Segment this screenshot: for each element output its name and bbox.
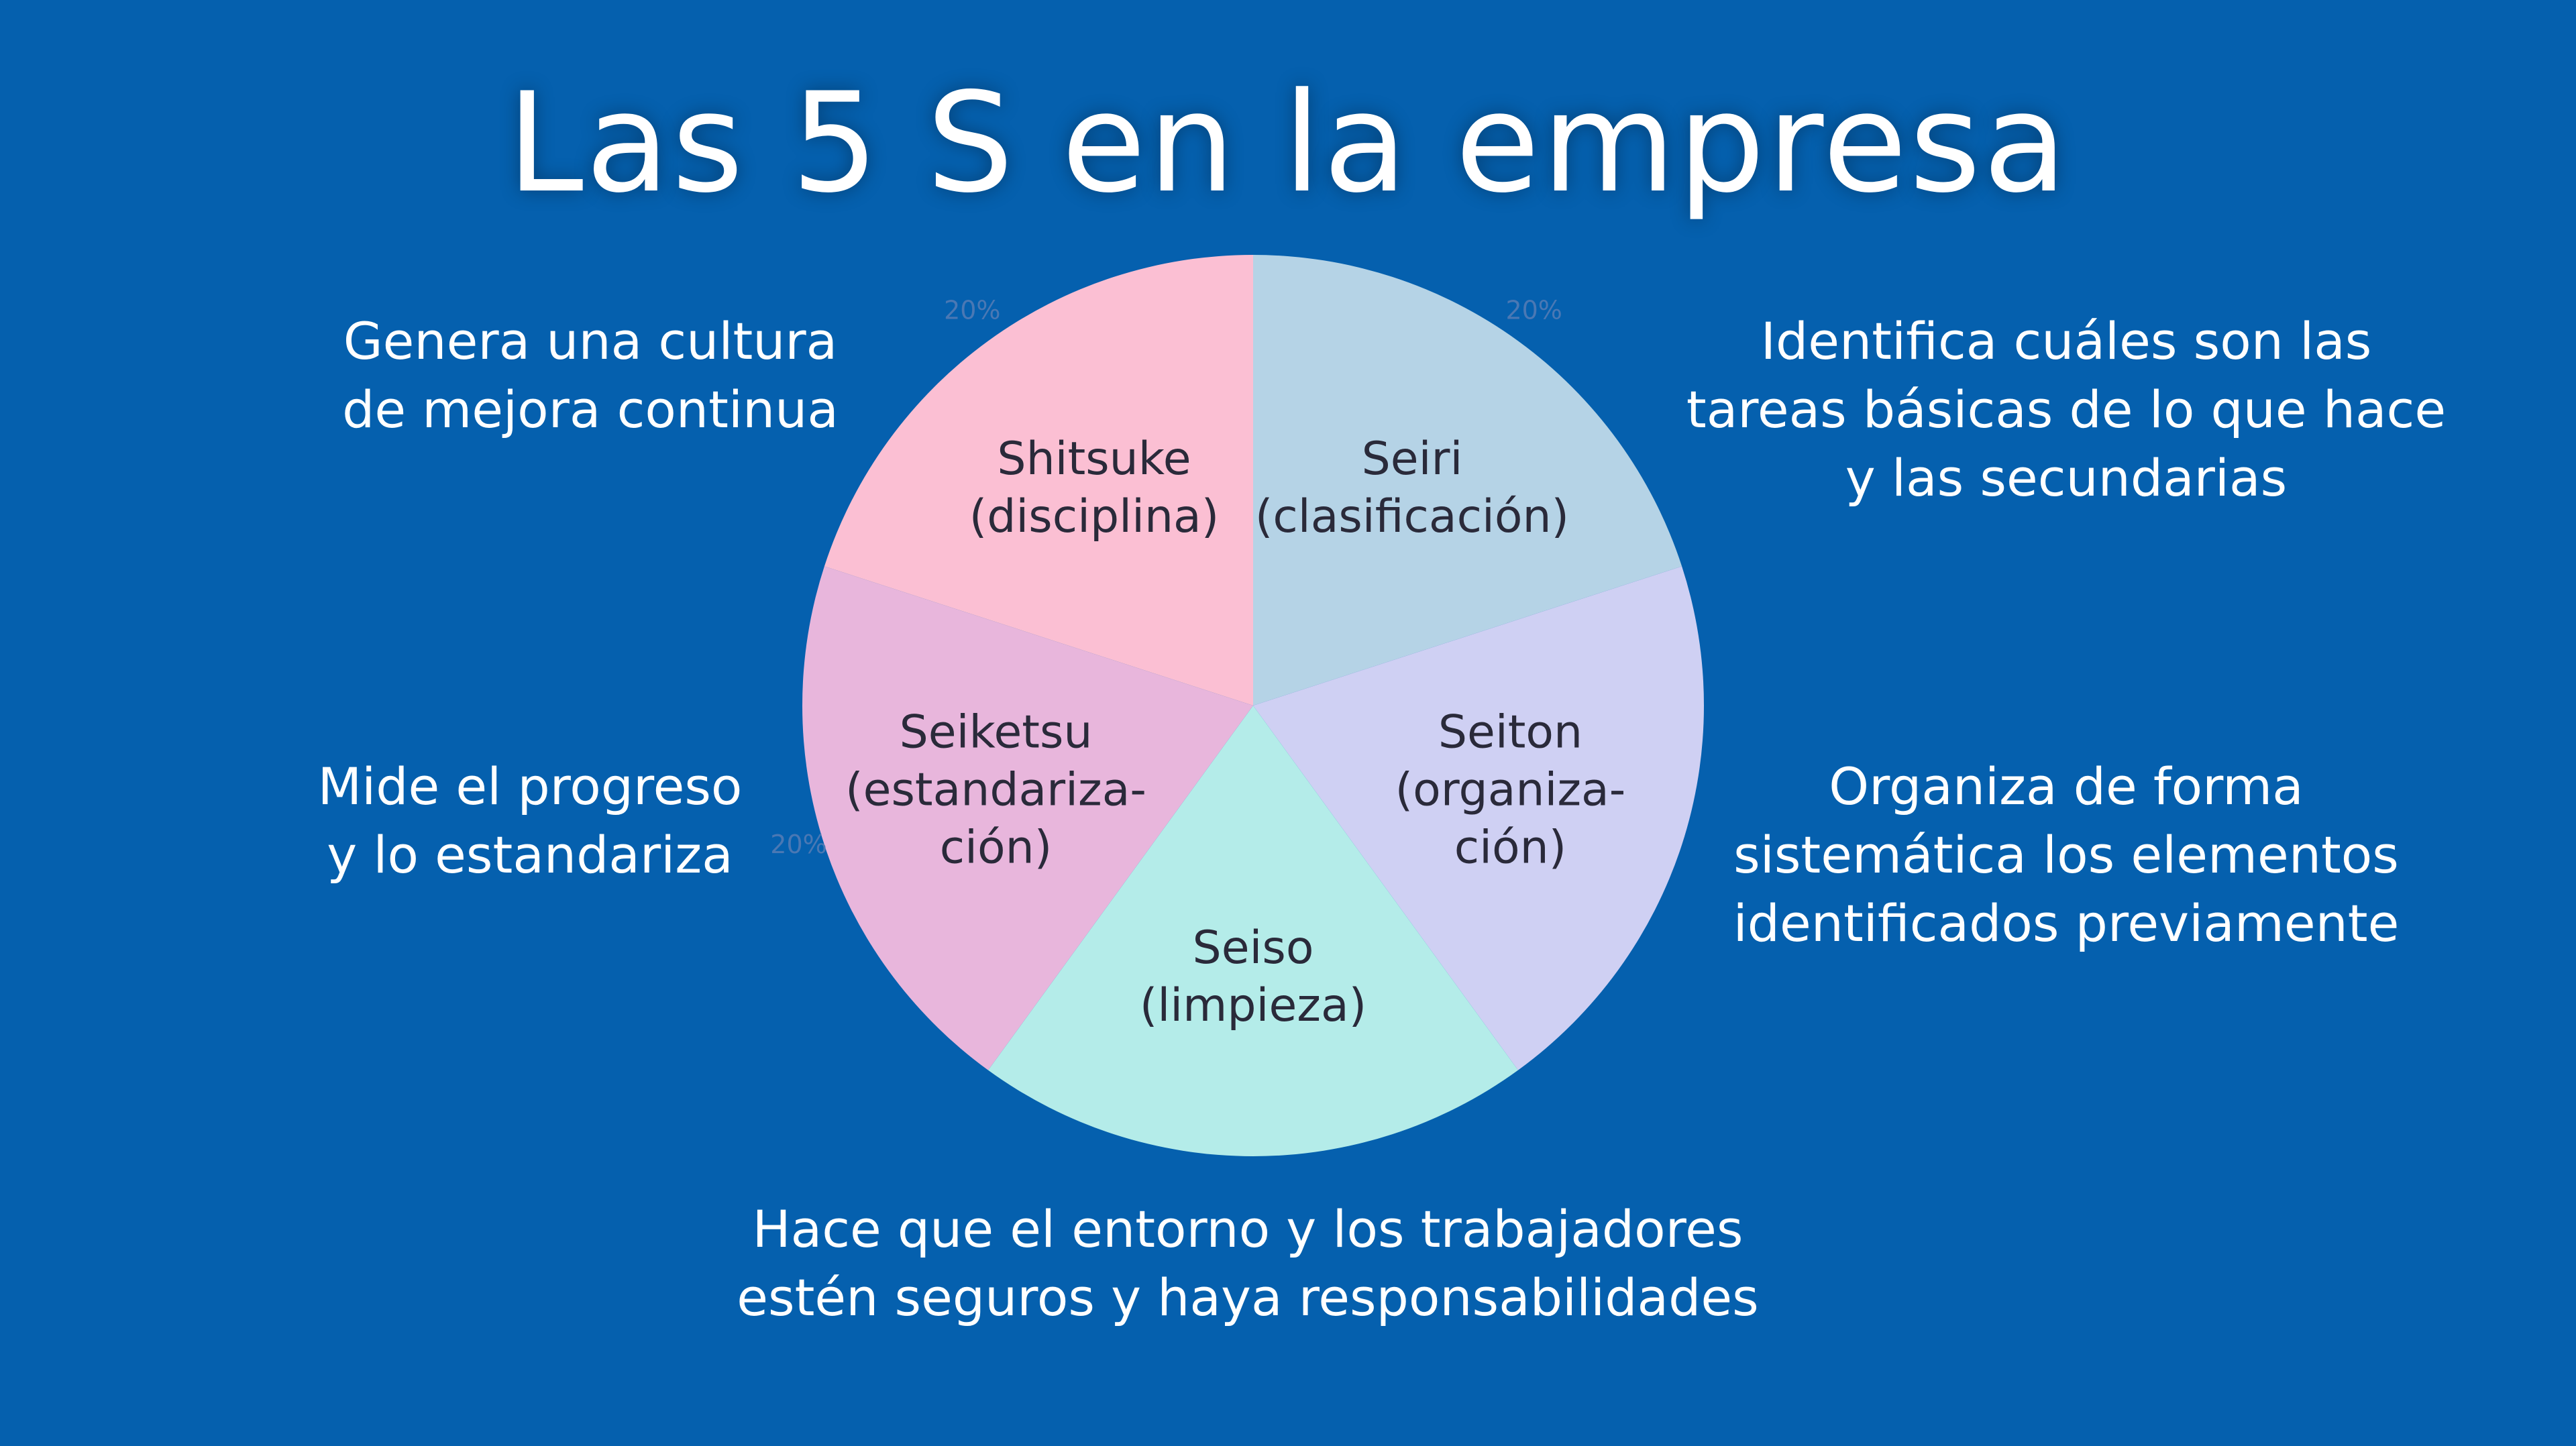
description-seiso: Hace que el entorno y los trabajadores e… bbox=[644, 1195, 1851, 1332]
description-line: Mide el progreso bbox=[317, 757, 743, 816]
slice-label-line: (clasificación) bbox=[1255, 490, 1569, 543]
slice-label-line: Shitsuke bbox=[997, 433, 1191, 486]
slice-label-line: (estandariza- bbox=[845, 764, 1146, 817]
description-line: Genera una cultura bbox=[343, 311, 838, 371]
pie-slice-seiton bbox=[1253, 566, 1704, 1070]
pie-slice-seiri bbox=[1253, 255, 1682, 706]
description-seiri: Identifica cuáles son las tareas básicas… bbox=[1637, 307, 2496, 512]
description-seiton: Organiza de forma sistemática los elemen… bbox=[1677, 753, 2455, 958]
slice-label-line: Seiketsu bbox=[900, 706, 1093, 759]
slice-label-line: Seiso bbox=[1193, 922, 1314, 975]
description-shitsuke: Genera una cultura de mejora continua bbox=[315, 307, 865, 444]
description-line: Identifica cuáles son las bbox=[1760, 311, 2372, 371]
description-line: sistemática los elementos bbox=[1733, 825, 2399, 885]
slice-label-line: (limpieza) bbox=[1140, 979, 1366, 1032]
slice-label-seiketsu: Seiketsu(estandariza-ción) bbox=[845, 706, 1146, 875]
description-line: Organiza de forma bbox=[1829, 757, 2304, 816]
slice-label-line: (disciplina) bbox=[969, 490, 1220, 543]
description-line: tareas básicas de lo que hace bbox=[1686, 380, 2447, 439]
description-line: y las secundarias bbox=[1845, 448, 2288, 508]
slice-label-seiri: Seiri(clasificación) bbox=[1255, 433, 1569, 543]
pie-slice-shitsuke bbox=[824, 255, 1253, 706]
description-seiketsu: Mide el progreso y lo estandariza bbox=[282, 753, 778, 889]
slice-label-seiton: Seiton(organiza-ción) bbox=[1395, 706, 1626, 875]
description-line: Hace que el entorno y los trabajadores bbox=[752, 1199, 1743, 1259]
percent-label-seiri: 20% bbox=[1505, 296, 1562, 325]
percent-label-shitsuke: 20% bbox=[944, 296, 1000, 325]
slice-label-line: ción) bbox=[940, 822, 1053, 875]
pie-slice-seiketsu bbox=[802, 566, 1253, 1070]
percent-label-seiketsu: 20% bbox=[770, 830, 826, 859]
description-line: de mejora continua bbox=[342, 380, 839, 439]
slice-label-line: ción) bbox=[1454, 822, 1567, 875]
description-line: y lo estandariza bbox=[327, 825, 733, 885]
page-title: Las 5 S en la empresa bbox=[506, 64, 2070, 223]
slice-label-line: Seiton bbox=[1438, 706, 1582, 759]
pie-slice-seiso bbox=[988, 706, 1518, 1157]
description-line: identificados previamente bbox=[1733, 893, 2400, 953]
description-line: estén seguros y haya responsabilidades bbox=[737, 1268, 1759, 1327]
slice-label-line: Seiri bbox=[1362, 433, 1463, 486]
slice-label-shitsuke: Shitsuke(disciplina) bbox=[969, 433, 1220, 543]
slice-label-line: (organiza- bbox=[1395, 764, 1626, 817]
slice-label-seiso: Seiso(limpieza) bbox=[1140, 922, 1366, 1032]
